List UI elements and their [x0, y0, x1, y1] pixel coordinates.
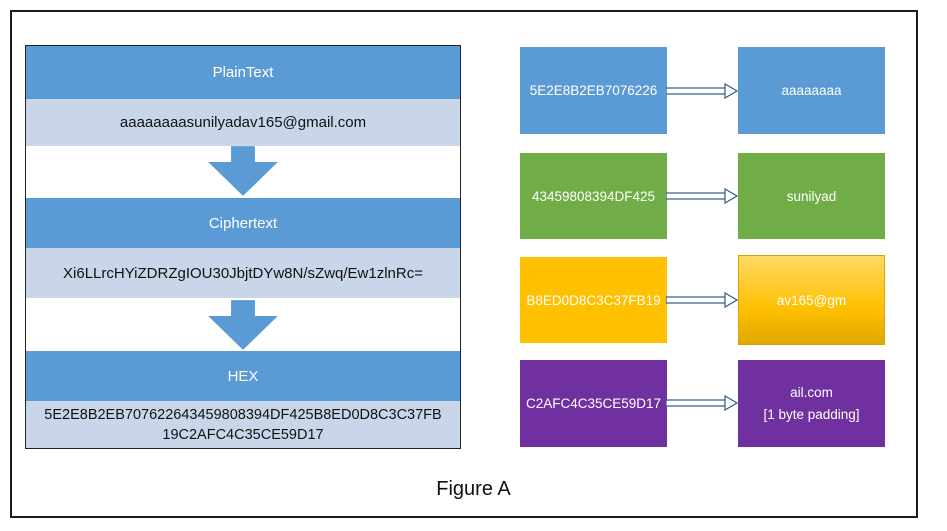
right-arrow-icon	[666, 83, 738, 99]
plaintext-header: PlainText	[26, 46, 460, 99]
block-1-text: aaaaaaaa	[738, 47, 885, 134]
encryption-flow-panel: PlainText aaaaaaaasunilyadav165@gmail.co…	[25, 45, 461, 449]
hex-header: HEX	[26, 351, 460, 401]
block-4-text: ail.com [1 byte padding]	[738, 360, 885, 447]
block-3-text: av165@gm	[738, 255, 885, 345]
ciphertext-value: Xi6LLrcHYiZDRZgIOU30JbjtDYw8N/sZwq/Ew1zl…	[26, 248, 460, 298]
right-arrow-icon	[666, 292, 738, 308]
plaintext-value: aaaaaaaasunilyadav165@gmail.com	[26, 99, 460, 146]
block-2-text: sunilyad	[738, 153, 885, 239]
figure-caption: Figure A	[436, 478, 511, 500]
block-1-hex: 5E2E8B2EB7076226	[520, 47, 667, 134]
hex-value-line1: 5E2E8B2EB707622643459808394DF425B8ED0D8C…	[44, 406, 442, 423]
down-arrow-icon	[208, 300, 278, 350]
right-arrow-icon	[666, 395, 738, 411]
block-4-hex: C2AFC4C35CE59D17	[520, 360, 667, 447]
right-arrow-icon	[666, 188, 738, 204]
ciphertext-header: Ciphertext	[26, 198, 460, 248]
block-3-hex: B8ED0D8C3C37FB19	[520, 257, 667, 343]
block-2-hex: 43459808394DF425	[520, 153, 667, 239]
block-4-text-line2: [1 byte padding]	[763, 406, 860, 422]
block-4-text-line1: ail.com	[790, 384, 833, 400]
hex-value-line2: 19C2AFC4C35CE59D17	[162, 426, 324, 443]
hex-value: 5E2E8B2EB707622643459808394DF425B8ED0D8C…	[26, 401, 460, 448]
down-arrow-icon	[208, 146, 278, 196]
